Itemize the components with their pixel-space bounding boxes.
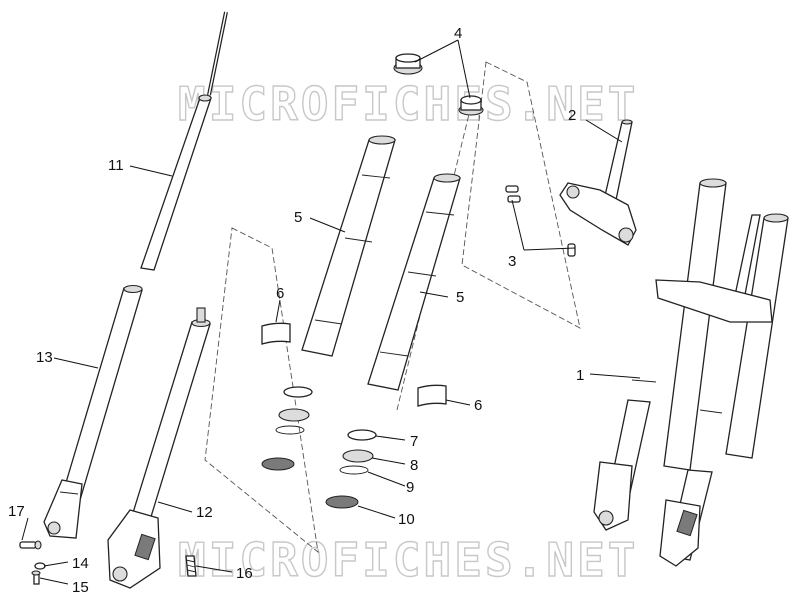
callout-15: 15 (72, 579, 89, 596)
callout-17: 17 (8, 503, 25, 520)
callout-1: 1 (576, 367, 584, 384)
part-screw (19, 540, 42, 550)
callout-3: 3 (508, 253, 516, 270)
callout-12: 12 (196, 504, 213, 521)
part-steering-stem (559, 119, 637, 246)
part-clamp-bolts (505, 185, 576, 257)
part-bolt-small (31, 570, 41, 585)
part-bushing (325, 495, 359, 509)
part-fork-sleeve-left (301, 135, 396, 357)
part-washer (34, 562, 46, 570)
part-seal-stack-left (261, 386, 313, 471)
callout-13: 13 (36, 349, 53, 366)
part-fork-sleeve-right (367, 173, 461, 391)
callout-5-right: 5 (456, 289, 464, 306)
watermark-bottom: MICROFICHES.NET (178, 533, 638, 587)
part-dust-seal (347, 429, 377, 441)
part-fork-tube-right (107, 307, 211, 589)
callout-4: 4 (454, 25, 462, 42)
part-complete-fork (593, 178, 789, 567)
assembly-box-left (204, 227, 319, 554)
callout-14: 14 (72, 555, 89, 572)
part-damper-rod (140, 11, 228, 271)
callout-9: 9 (406, 479, 414, 496)
part-fork-tube-left (43, 284, 143, 539)
callout-16: 16 (236, 565, 253, 582)
callout-11: 11 (108, 157, 124, 174)
part-spring (185, 555, 197, 577)
callout-7: 7 (410, 433, 418, 450)
part-circlip (339, 465, 369, 475)
callout-10: 10 (398, 511, 415, 528)
callout-6-right: 6 (474, 397, 482, 414)
part-fork-cap-upper (393, 53, 423, 75)
assembly-box-steering (461, 61, 581, 329)
callout-5-left: 5 (294, 209, 302, 226)
part-fork-cap-lower (458, 95, 484, 116)
callout-2: 2 (568, 107, 576, 124)
part-dust-cover-right (417, 384, 447, 407)
part-oil-seal (342, 449, 374, 463)
callout-6-left: 6 (276, 285, 284, 302)
leader-lines (21, 39, 641, 585)
watermark-top: MICROFICHES.NET (178, 77, 638, 131)
part-dust-cover-left (261, 322, 291, 345)
callout-8: 8 (410, 457, 418, 474)
